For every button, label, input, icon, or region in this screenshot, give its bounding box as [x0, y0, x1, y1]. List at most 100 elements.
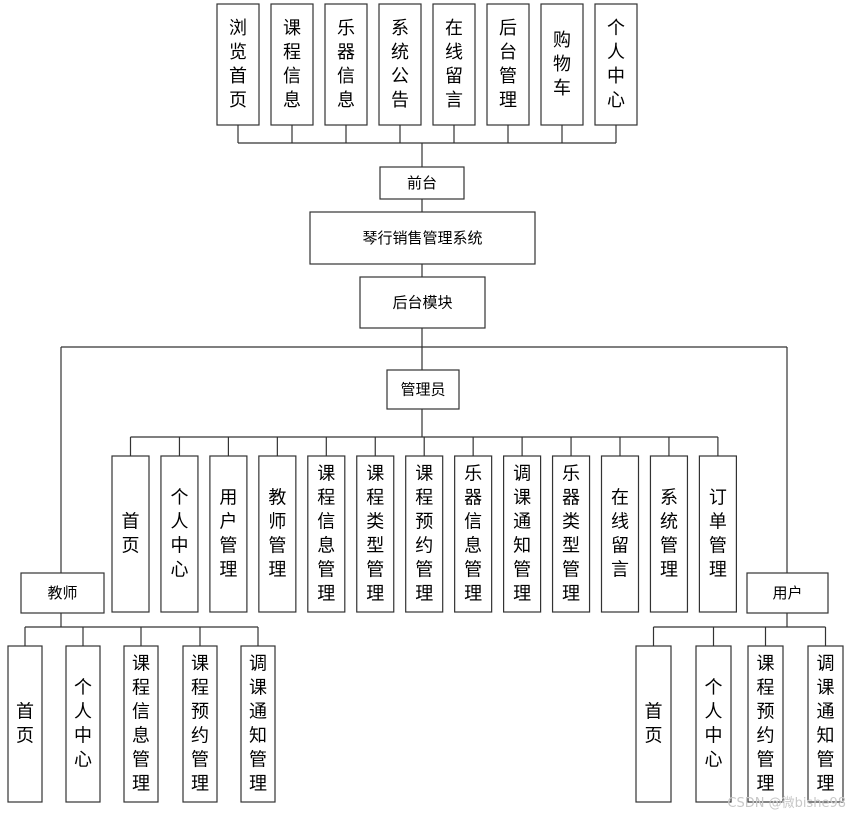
admin-item: 教师管理: [258, 455, 297, 613]
admin-item: 课程信息管理: [307, 455, 346, 613]
node-frame: [160, 455, 199, 613]
teacher-item: 课程预约管理: [182, 645, 218, 803]
node-frame: [551, 455, 591, 613]
frontend-item: 个人中心: [594, 3, 638, 126]
node-frame: [123, 645, 159, 803]
node-frame: [309, 211, 536, 265]
node-frame: [503, 455, 542, 613]
node-frame: [378, 3, 422, 126]
node-label: 首页: [645, 702, 663, 747]
node-label: 系统管理: [660, 488, 678, 581]
node-label: 用户: [772, 584, 802, 602]
node-label: 课程类型管理: [366, 464, 384, 605]
node-label: 订单管理: [709, 488, 727, 581]
user-item: 课程预约管理: [747, 645, 784, 803]
node-label: 管理员: [400, 381, 445, 399]
admin-item: 系统管理: [649, 455, 689, 613]
node-frame: [540, 3, 584, 126]
node-frame: [747, 645, 784, 803]
node-label: 调课通知管理: [249, 654, 267, 795]
node-label: 调课通知管理: [513, 464, 531, 605]
node-label: 课程信息管理: [132, 654, 150, 795]
node-frame: [600, 455, 640, 613]
node-frame: [359, 276, 486, 329]
node-frame: [307, 455, 346, 613]
node-frame: [65, 645, 101, 803]
frontend-item: 购物车: [540, 3, 584, 126]
admin-item: 订单管理: [698, 455, 738, 613]
node-label: 课程信息: [283, 18, 301, 111]
node-frame: [649, 455, 689, 613]
frontend-item: 课程信息: [270, 3, 314, 126]
node-frame: [240, 645, 276, 803]
node-frame: [258, 455, 297, 613]
teacher-item: 个人中心: [65, 645, 101, 803]
node-frame: [324, 3, 368, 126]
node-label: 调课通知管理: [817, 654, 835, 795]
node-frame: [698, 455, 738, 613]
diagram-boxes: 浏览首页课程信息乐器信息系统公告在线留言后台管理购物车个人中心前台琴行销售管理系…: [7, 3, 844, 803]
teacher-item: 课程信息管理: [123, 645, 159, 803]
frontend-item: 乐器信息: [324, 3, 368, 126]
node-frame: [356, 455, 395, 613]
node-frame: [20, 572, 105, 614]
node-frame: [386, 369, 460, 410]
admin-item: 调课通知管理: [503, 455, 542, 613]
frontend-node: 前台: [379, 166, 465, 200]
admin-item: 课程类型管理: [356, 455, 395, 613]
node-frame: [405, 455, 444, 613]
admin-item: 乐器信息管理: [454, 455, 493, 613]
node-label: 课程预约管理: [757, 654, 775, 795]
user-node: 用户: [746, 572, 829, 614]
connector-lines: [24, 125, 827, 646]
node-label: 个人中心: [74, 678, 92, 771]
admin-item: 课程预约管理: [405, 455, 444, 613]
backend-node: 后台模块: [359, 276, 486, 329]
node-label: 首页: [122, 512, 140, 557]
node-frame: [111, 455, 150, 613]
node-label: 个人中心: [607, 18, 625, 111]
system-node: 琴行销售管理系统: [309, 211, 536, 265]
node-label: 琴行销售管理系统: [362, 229, 482, 247]
node-label: 在线留言: [611, 488, 629, 581]
node-frame: [182, 645, 218, 803]
node-label: 购物车: [553, 30, 571, 99]
node-frame: [379, 166, 465, 200]
node-label: 乐器类型管理: [562, 464, 580, 605]
node-label: 个人中心: [170, 488, 188, 581]
node-label: 用户管理: [219, 488, 237, 581]
teacher-item: 首页: [7, 645, 43, 803]
node-frame: [270, 3, 314, 126]
node-frame: [209, 455, 248, 613]
node-label: 乐器信息: [337, 18, 355, 111]
user-item: 个人中心: [695, 645, 732, 803]
node-frame: [695, 645, 732, 803]
node-label: 教师: [47, 584, 77, 602]
admin-item: 用户管理: [209, 455, 248, 613]
node-label: 后台模块: [392, 294, 452, 312]
node-frame: [216, 3, 260, 126]
node-frame: [432, 3, 476, 126]
frontend-item: 在线留言: [432, 3, 476, 126]
node-label: 后台管理: [499, 18, 517, 111]
node-frame: [7, 645, 43, 803]
node-frame: [454, 455, 493, 613]
node-label: 乐器信息管理: [464, 464, 482, 605]
user-item: 首页: [635, 645, 672, 803]
node-frame: [594, 3, 638, 126]
node-label: 首页: [16, 702, 34, 747]
node-label: 系统公告: [391, 18, 409, 111]
node-label: 教师管理: [268, 488, 286, 581]
frontend-item: 浏览首页: [216, 3, 260, 126]
node-label: 前台: [407, 174, 437, 192]
node-label: 浏览首页: [229, 18, 247, 111]
admin-item: 首页: [111, 455, 150, 613]
admin-node: 管理员: [386, 369, 460, 410]
node-label: 个人中心: [705, 678, 723, 771]
node-frame: [486, 3, 530, 126]
admin-item: 个人中心: [160, 455, 199, 613]
node-frame: [635, 645, 672, 803]
user-item: 调课通知管理: [807, 645, 844, 803]
node-label: 课程信息管理: [317, 464, 335, 605]
